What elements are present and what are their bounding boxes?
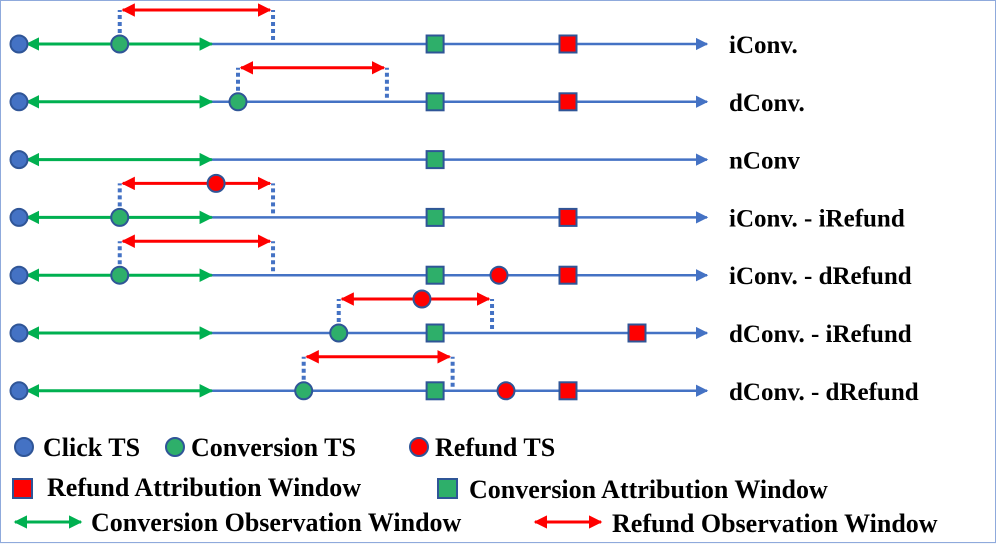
conversion-window-marker: [425, 150, 445, 170]
conversion-timestamp-marker: [110, 265, 130, 285]
refund-window-marker: [558, 381, 578, 401]
click-timestamp-marker: [9, 92, 29, 112]
refund-timestamp-marker: [489, 265, 509, 285]
conversion-timestamp-marker: [228, 92, 248, 112]
click-timestamp-marker: [9, 265, 29, 285]
conversion-window-marker: [425, 323, 445, 343]
row-label: dConv. - dRefund: [729, 379, 919, 406]
legend-conversion-obs-label: Conversion Observation Window: [91, 508, 462, 537]
conversion-window-marker: [425, 34, 445, 54]
click-timestamp-marker: [9, 150, 29, 170]
refund-window-marker: [627, 323, 647, 343]
refund-window-marker: [558, 34, 578, 54]
legend-conversion-window-label: Conversion Attribution Window: [469, 475, 828, 504]
timeline-rows: iConv. dConv. nConv iConv. - iRefund iConv. …: [9, 3, 919, 406]
legend-conversion-window-marker: [437, 478, 458, 499]
timeline-row: nConv: [9, 148, 800, 175]
legend-refund-window-marker: [12, 478, 33, 499]
legend-refund-window-label: Refund Attribution Window: [47, 473, 361, 502]
legend-click-label: Click TS: [43, 433, 140, 462]
legend-refund-label: Refund TS: [435, 433, 555, 462]
row-label: nConv: [729, 148, 800, 175]
timeline-row: dConv. - dRefund: [9, 350, 919, 406]
conversion-window-marker: [425, 265, 445, 285]
legend-refund-marker: [409, 437, 429, 457]
row-label: iConv. - dRefund: [729, 263, 912, 290]
click-timestamp-marker: [9, 323, 29, 343]
refund-timestamp-marker: [412, 289, 432, 309]
timeline-row: iConv. - iRefund: [9, 173, 905, 232]
legend: Click TS Conversion TS Refund TS Refund …: [12, 433, 938, 538]
row-label: iConv.: [729, 32, 798, 59]
row-label: dConv. - iRefund: [729, 321, 912, 348]
click-timestamp-marker: [9, 381, 29, 401]
legend-conversion-label: Conversion TS: [191, 433, 356, 462]
legend-click-marker: [14, 437, 34, 457]
timeline-row: dConv.: [9, 61, 805, 117]
timeline-row: iConv. - dRefund: [9, 234, 912, 290]
row-label: dConv.: [729, 90, 805, 117]
click-timestamp-marker: [9, 34, 29, 54]
refund-window-marker: [558, 92, 578, 112]
legend-conversion-marker: [165, 437, 185, 457]
conversion-window-marker: [425, 92, 445, 112]
click-timestamp-marker: [9, 207, 29, 227]
conversion-window-marker: [425, 207, 445, 227]
refund-timestamp-marker: [496, 381, 516, 401]
row-label: iConv. - iRefund: [729, 205, 905, 232]
refund-window-marker: [558, 265, 578, 285]
refund-timestamp-marker: [206, 173, 226, 193]
timeline-row: dConv. - iRefund: [9, 289, 912, 348]
legend-refund-obs-label: Refund Observation Window: [612, 509, 938, 538]
refund-window-marker: [558, 207, 578, 227]
conversion-timestamp-marker: [329, 323, 349, 343]
conversion-window-marker: [425, 381, 445, 401]
conversion-timestamp-marker: [110, 34, 130, 54]
timeline-row: iConv.: [9, 3, 798, 59]
conversion-timestamp-marker: [294, 381, 314, 401]
conversion-timestamp-marker: [110, 207, 130, 227]
